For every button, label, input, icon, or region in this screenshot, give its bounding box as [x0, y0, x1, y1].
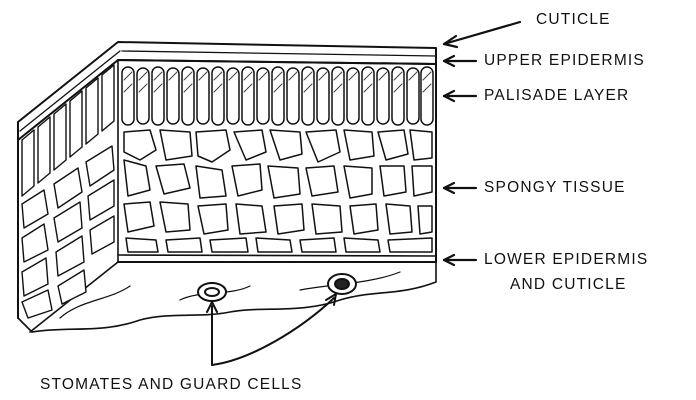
stoma-right [328, 274, 356, 294]
label-cuticle: CUTICLE [536, 10, 611, 30]
cuticle-arrow [444, 22, 520, 44]
label-spongy-tissue: SPONGY TISSUE [484, 178, 626, 198]
side-bottom-edge [18, 318, 32, 332]
label-and-cuticle: AND CUTICLE [510, 275, 627, 295]
label-upper-epidermis: UPPER EPIDERMIS [484, 51, 645, 71]
bottom-cuticle [32, 262, 436, 332]
stoma-left [198, 283, 226, 301]
side-spongy-cells [22, 146, 114, 318]
lower-epidermis-band [118, 255, 436, 256]
palisade-cells [122, 67, 433, 125]
label-palisade-layer: PALISADE LAYER [484, 86, 629, 106]
label-stomates: STOMATES AND GUARD CELLS [40, 375, 303, 395]
stomates-pointer-right [212, 298, 334, 365]
spongy-cells [124, 130, 432, 252]
label-lower-epidermis: LOWER EPIDERMIS [484, 250, 648, 270]
